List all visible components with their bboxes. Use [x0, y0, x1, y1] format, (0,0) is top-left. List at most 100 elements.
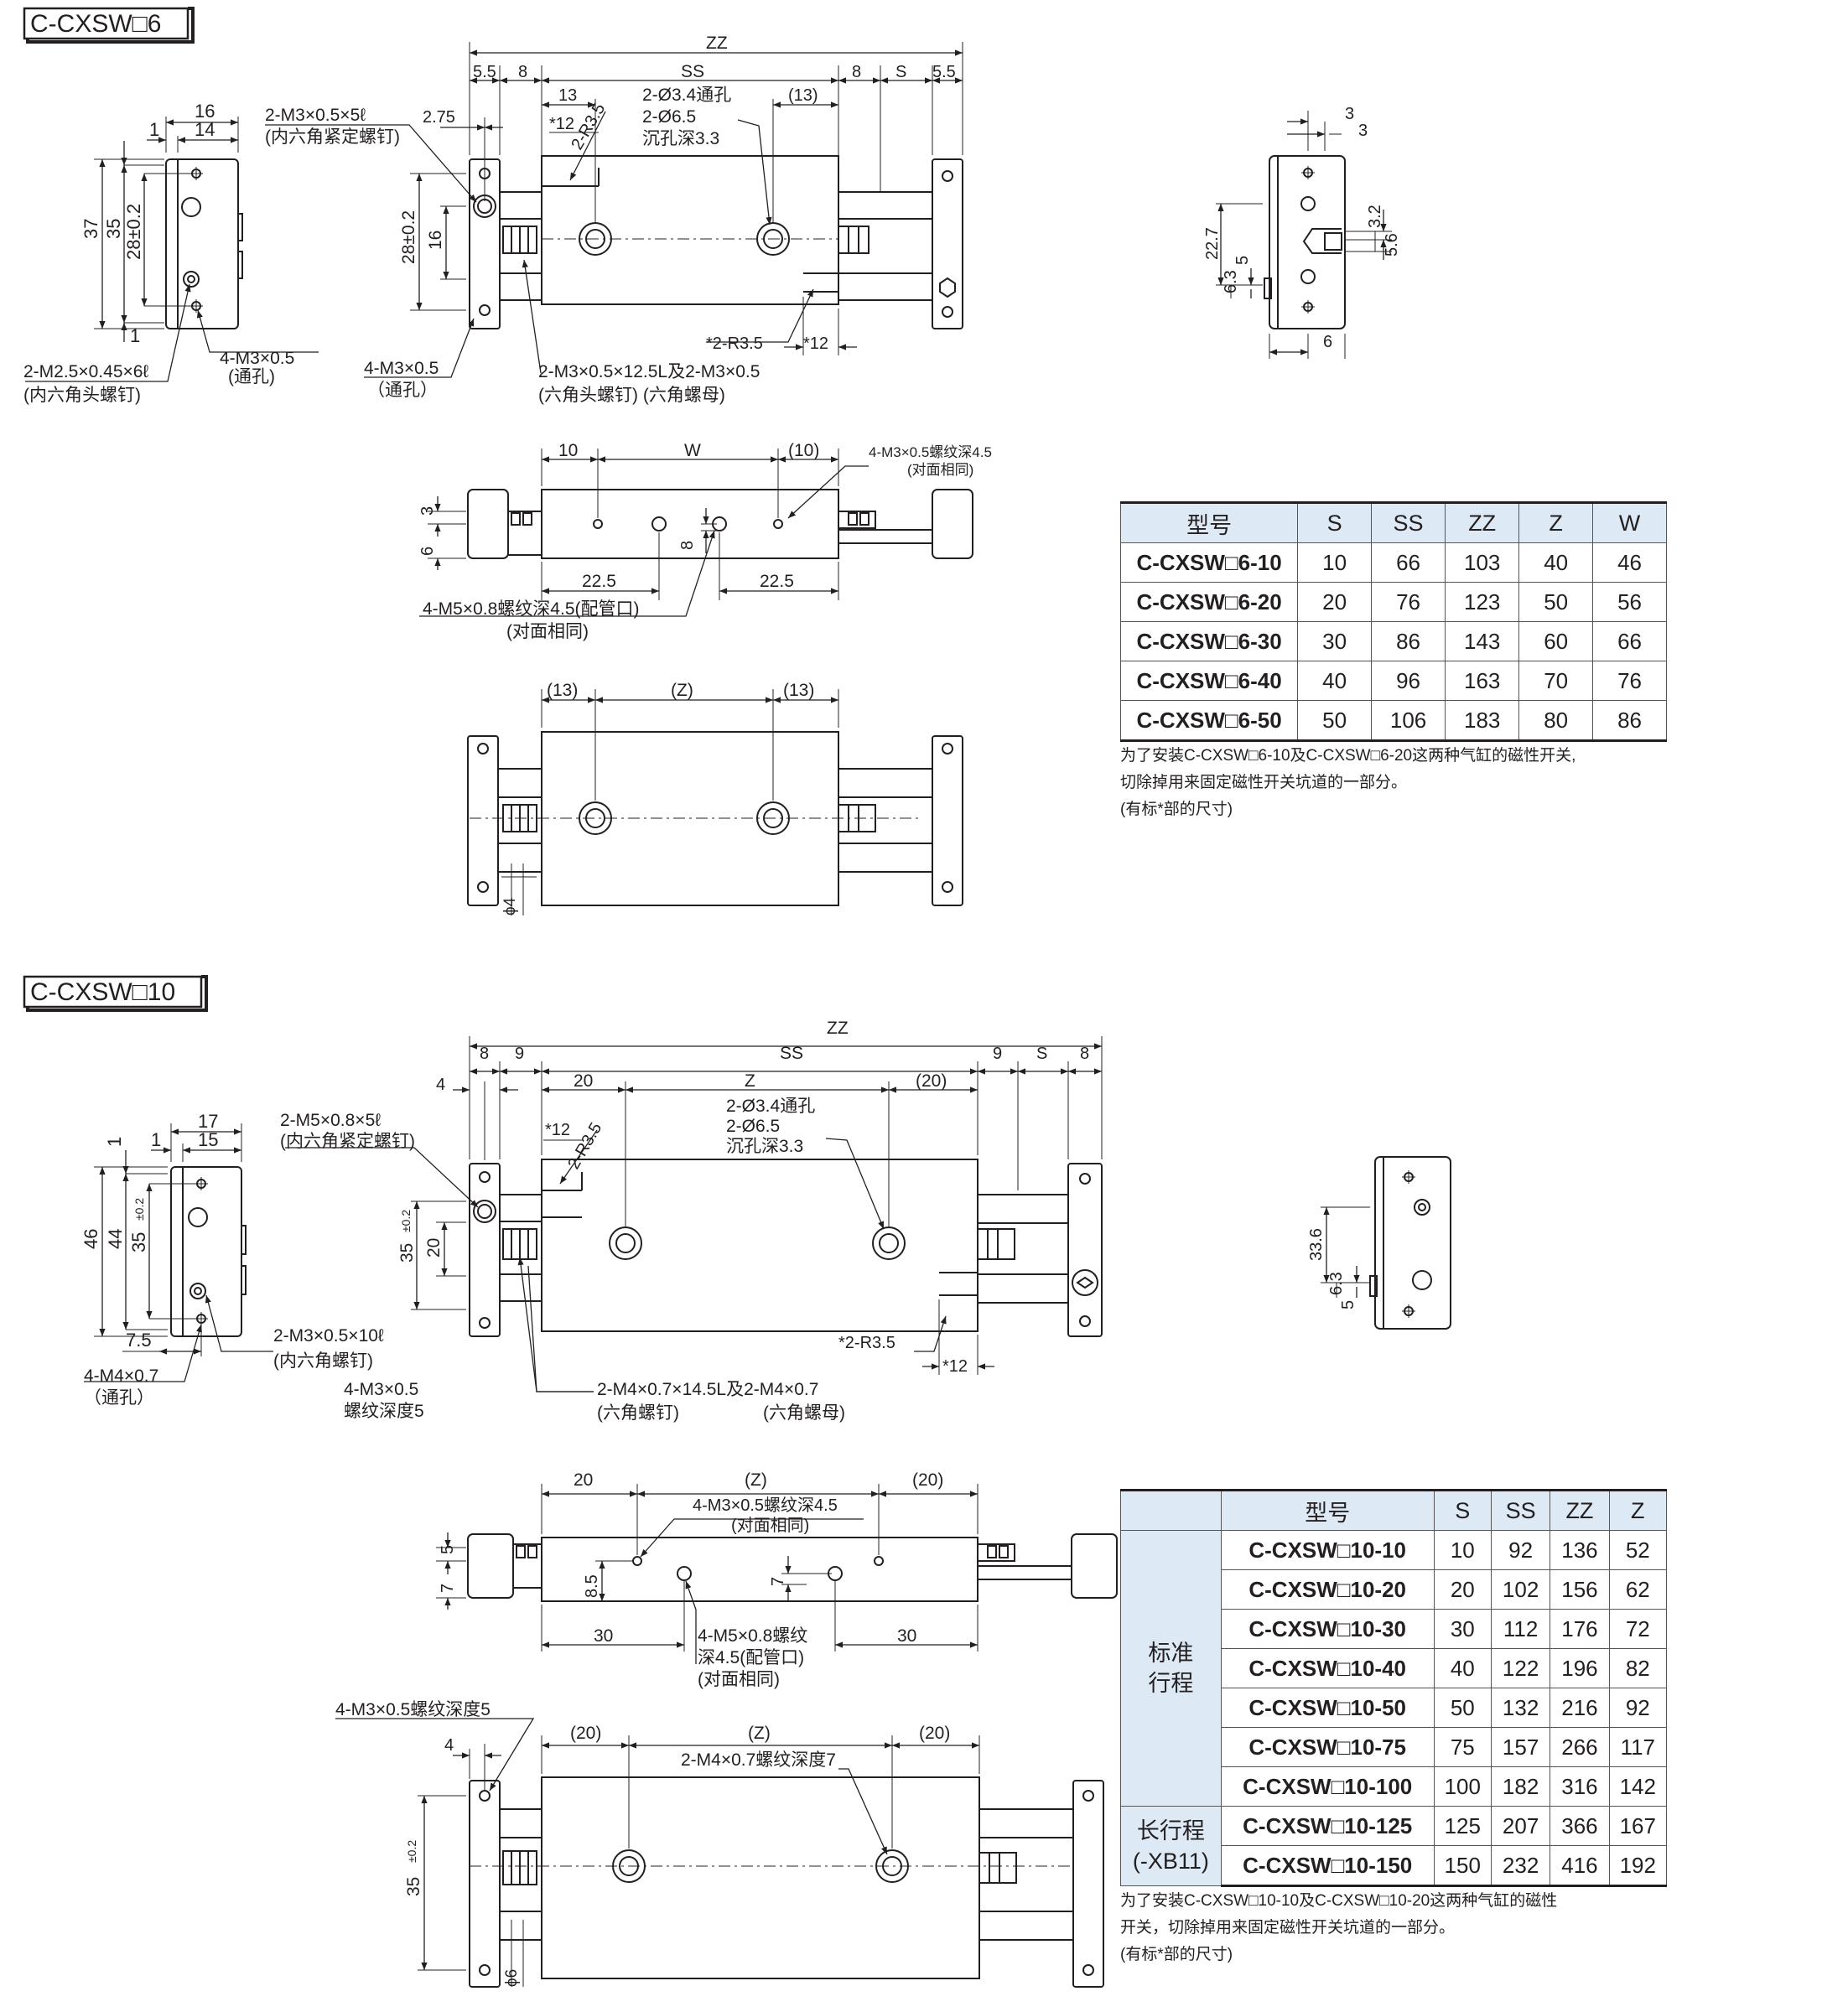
s10-bottom-tol: ±0.2 — [405, 1840, 418, 1863]
s6-top-13: 13 — [558, 86, 577, 105]
s6-end-dim-32: 3.2 — [1366, 205, 1384, 228]
section6-title-box — [23, 7, 195, 44]
s10-top-20p: (20) — [916, 1071, 947, 1091]
table-row: C-CXSW□6-50 50 106 183 80 86 — [1119, 700, 1667, 742]
table-cell: 103 — [1445, 542, 1520, 583]
table6-header-z: Z — [1518, 501, 1594, 543]
s10-side-5: 5 — [439, 1545, 457, 1554]
table-row: C-CXSW□6-40 40 96 163 70 76 — [1119, 661, 1667, 701]
table-cell: 40 — [1433, 1648, 1492, 1688]
s6-top-dim-28: 28±0.2 — [399, 210, 418, 264]
table-cell: 167 — [1608, 1806, 1668, 1846]
s10-top-20: 20 — [574, 1071, 593, 1091]
s6-top-callout-8: 4-M3×0.5 — [364, 359, 439, 378]
s10-top-ss: SS — [780, 1044, 803, 1063]
s10-top-callout-4: 2-Ø6.5 — [726, 1117, 780, 1136]
table6-header-zz: ZZ — [1445, 501, 1520, 543]
s10-bottom-callout-1: 4-M3×0.5螺纹深度5 — [335, 1700, 491, 1719]
table-cell: 82 — [1608, 1648, 1668, 1688]
table-row: C-CXSW□10-150 150 232 416 192 — [1121, 1845, 1668, 1887]
s10-top-dim-35: 35 — [397, 1243, 417, 1263]
table-cell: 100 — [1433, 1766, 1492, 1807]
s6-top-dim-16: 16 — [426, 231, 445, 250]
s6-front-dim-37: 37 — [80, 219, 101, 239]
s10-bottom-z: (Z) — [748, 1724, 771, 1743]
s6-front-dim-35: 35 — [103, 219, 124, 239]
section6-title: C-CXSW□6 — [30, 10, 161, 38]
table-cell: 102 — [1490, 1569, 1551, 1610]
s10-top-callout-12: (六角螺母) — [763, 1403, 845, 1423]
table-cell: 123 — [1445, 582, 1520, 622]
s6-front-view — [25, 117, 319, 382]
s10-top-8b: 8 — [1080, 1045, 1089, 1063]
s6-side-callout-3: 4-M5×0.8螺纹深4.5(配管口) — [423, 599, 639, 619]
spec-table-6: 型号 S SS ZZ Z W C-CXSW□6-10 10 66 103 40 … — [1119, 501, 1667, 742]
s10-front-46: 46 — [80, 1229, 101, 1249]
s10-bottom-view — [335, 1718, 1104, 1988]
table10-note-2: 开关，切除掉用来固定磁性开关坑道的一部分。 — [1120, 1919, 1456, 1937]
table-cell: 50 — [1518, 582, 1594, 622]
table-row: C-CXSW□10-50 50 132 216 92 — [1121, 1688, 1668, 1728]
s6-top-8b: 8 — [852, 63, 861, 81]
s10-end-dim-63: 6.3 — [1327, 1272, 1346, 1295]
s10-front-1a: 1 — [104, 1137, 125, 1147]
s10-top-view — [285, 1036, 1103, 1392]
s10-side-20p: (20) — [912, 1470, 943, 1490]
s6-top-callout-10: 2-M3×0.5×12.5L及2-M3×0.5 — [538, 362, 760, 381]
table-cell: C-CXSW□10-75 — [1220, 1727, 1435, 1767]
spec-table-10: 型号 S SS ZZ Z 标准 行程 C-CXSW□10-10 10 92 13… — [1120, 1489, 1668, 1887]
table6-notes: 为了安装C-CXSW□6-10及C-CXSW□6-20这两种气缸的磁性开关, 切… — [1120, 743, 1724, 823]
table-cell: 156 — [1550, 1569, 1610, 1610]
table-row: C-CXSW□6-10 10 66 103 40 46 — [1119, 542, 1667, 583]
s6-top-ss: SS — [681, 62, 704, 81]
s6-bottom-phi4: ϕ4 — [501, 897, 519, 915]
s10-top-4: 4 — [436, 1076, 445, 1094]
table-cell: 66 — [1370, 542, 1446, 583]
s6-top-view — [265, 42, 963, 378]
table-cell: 142 — [1608, 1766, 1668, 1807]
s6-end-view — [1216, 111, 1392, 359]
s6-front-callout-2: (内六角头螺钉) — [23, 386, 141, 405]
s6-top-callout-5: 沉孔深3.3 — [642, 129, 719, 148]
table-cell: 316 — [1550, 1766, 1610, 1807]
group-long-line1: 长行程 — [1136, 1818, 1205, 1843]
table-cell: 52 — [1608, 1530, 1668, 1570]
table-cell: C-CXSW□10-100 — [1220, 1766, 1435, 1807]
group-standard-line2: 行程 — [1148, 1671, 1194, 1696]
s6-end-dim-63: 6.3 — [1222, 270, 1240, 293]
table-cell: 72 — [1608, 1609, 1668, 1649]
table-row: C-CXSW□10-30 30 112 176 72 — [1121, 1609, 1668, 1649]
s10-top-callout-2: (内六角紧定螺钉) — [280, 1132, 415, 1151]
table-cell: 176 — [1550, 1609, 1610, 1649]
table-cell: 80 — [1518, 700, 1594, 742]
table-cell: C-CXSW□10-125 — [1220, 1806, 1435, 1846]
s6-top-5-5a: 5.5 — [473, 63, 496, 81]
s6-front-callout-4: (通孔) — [228, 367, 275, 386]
s6-side-w: W — [684, 441, 701, 460]
table-cell: 30 — [1433, 1609, 1492, 1649]
table-cell: 75 — [1433, 1727, 1492, 1767]
s10-side-30a: 30 — [594, 1626, 613, 1646]
table-cell: 70 — [1518, 661, 1594, 701]
s6-top-callout-4: 2-Ø6.5 — [642, 107, 696, 127]
table-cell: C-CXSW□6-20 — [1119, 582, 1299, 622]
s6-end-dim-5: 5 — [1233, 256, 1252, 265]
table-cell: 20 — [1433, 1569, 1492, 1610]
table6-header-model: 型号 — [1119, 501, 1299, 543]
s6-front-dim-28: 28±0.2 — [123, 204, 144, 260]
s6-front-callout-1: 2-M2.5×0.45×6ℓ — [23, 362, 148, 381]
s6-top-callout-6: *2-R3.5 — [706, 334, 763, 353]
s10-front-callout-3: 4-M4×0.7 — [84, 1366, 158, 1386]
s10-side-7b: 7 — [769, 1577, 787, 1586]
s6-side-10: 10 — [558, 441, 578, 460]
s10-side-callout-5: (对面相同) — [698, 1670, 780, 1689]
s6-side-225a: 22.5 — [582, 572, 616, 591]
table-row: C-CXSW□10-20 20 102 156 62 — [1121, 1569, 1668, 1610]
table-cell: C-CXSW□6-10 — [1119, 542, 1299, 583]
table-cell: 136 — [1550, 1530, 1610, 1570]
s10-side-callout-3: 4-M5×0.8螺纹 — [698, 1626, 807, 1646]
s10-top-9b: 9 — [993, 1045, 1002, 1063]
table-row: C-CXSW□6-20 20 76 123 50 56 — [1119, 582, 1667, 622]
table-cell: 96 — [1370, 661, 1446, 701]
